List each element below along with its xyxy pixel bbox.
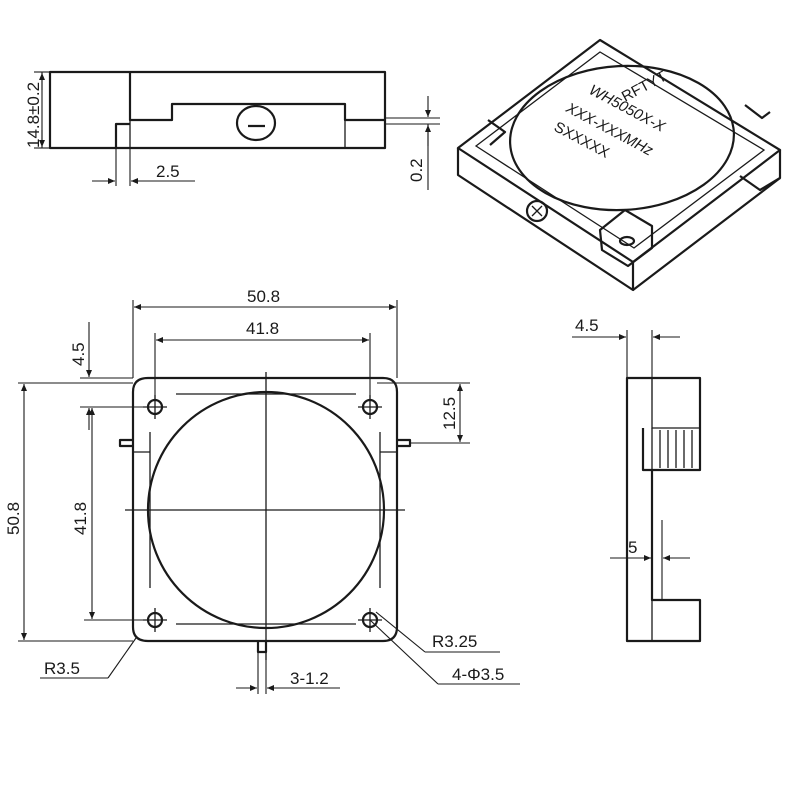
side-view [572, 330, 702, 643]
offset-dimension-label: 2.5 [156, 162, 180, 181]
hole-span-y-label: 41.8 [71, 502, 90, 535]
height-dimension-label: 14.8±0.2 [24, 82, 43, 148]
isometric-view [456, 38, 782, 292]
side-step-label: 5 [628, 538, 637, 557]
plate-height-label: 50.8 [4, 502, 23, 535]
corner-radius-label: R3.5 [44, 659, 80, 678]
side-thickness-label: 4.5 [575, 316, 599, 335]
pin-label: 3-1.2 [290, 669, 329, 688]
gap-dimension-label: 0.2 [407, 158, 426, 182]
top-elevation-view [34, 70, 440, 190]
hole-span-x-label: 41.8 [246, 319, 279, 338]
hole-radius-label: R3.25 [432, 632, 477, 651]
holes-label: 4-Φ3.5 [452, 665, 504, 684]
front-view [18, 300, 520, 694]
plate-width-label: 50.8 [247, 287, 280, 306]
top-offset-label: 4.5 [69, 342, 88, 366]
tab-offset-label: 12.5 [440, 397, 459, 430]
